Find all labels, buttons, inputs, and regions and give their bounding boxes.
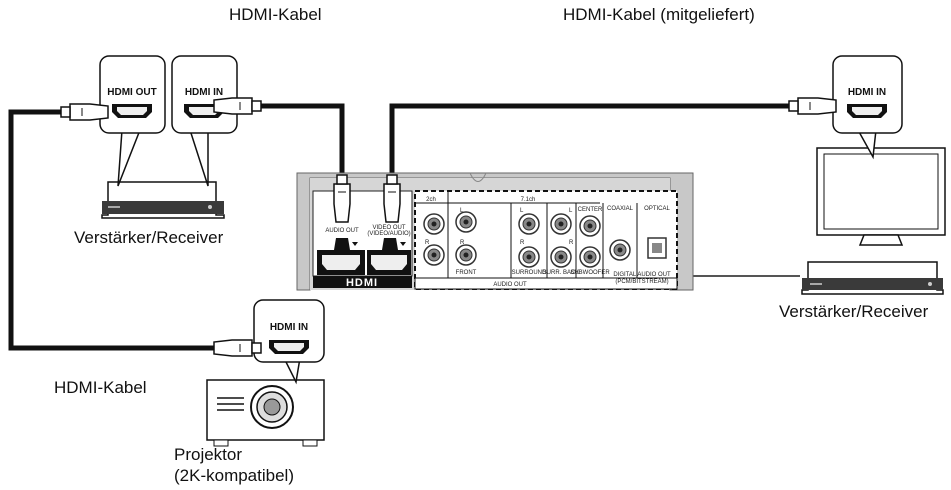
rca-subwoofer-jack: [579, 246, 601, 268]
hdmi-port-icon: [112, 104, 152, 118]
hdmi-plug-icon: [333, 174, 351, 223]
center-label: CENTER: [578, 207, 603, 213]
hdmi-port-icon: [847, 104, 887, 118]
rca-surr-back-r-jack: [550, 246, 572, 268]
callout-amp-hdmi-out: HDMI OUT: [99, 55, 166, 134]
hdmi-audio-out-port: [317, 238, 365, 275]
video-out-label-2: (VIDEO/AUDIO): [367, 231, 410, 237]
audio-out-port-label: AUDIO OUT: [325, 228, 359, 234]
projector: [206, 357, 325, 447]
tv: [816, 129, 946, 246]
surr-back-label: SURR. BACK: [543, 270, 580, 276]
front-label: FRONT: [456, 270, 477, 276]
2ch-label: 2ch: [426, 197, 436, 203]
callout-amp-hdmi-out-label: HDMI OUT: [107, 87, 156, 98]
projector-label-line2: (2K-kompatibel): [174, 466, 294, 485]
surr-back-r-label: R: [569, 240, 574, 246]
cable-label-top-right: HDMI-Kabel (mitgeliefert): [563, 5, 755, 24]
projector-label-line1: Projektor: [174, 445, 242, 464]
hdmi-plug-icon: [788, 97, 837, 115]
rca-surround-r-jack: [518, 246, 540, 268]
player-back-panel: HDMI AUDIO OUT VIDEO OUT (VIDEO/AUDIO) 2…: [296, 172, 694, 291]
cable-tv-to-player: [389, 103, 800, 178]
rca-front-l-jack: [455, 211, 477, 233]
front-l-label: L: [460, 208, 464, 214]
amplifier-receiver-left: [101, 181, 225, 219]
cable-amp-to-player: [258, 103, 345, 178]
coaxial-jack: [609, 239, 631, 261]
rca-2ch-l-jack: [423, 213, 445, 235]
cable-label-top-left: HDMI-Kabel: [229, 5, 322, 24]
hdmi-logo: HDMI: [346, 277, 378, 289]
rca-center-jack: [579, 215, 601, 237]
audio-out-group-label: AUDIO OUT: [493, 282, 527, 288]
hdmi-plug-icon: [383, 174, 401, 223]
7-1ch-label: 7.1ch: [521, 197, 536, 203]
video-out-label-1: VIDEO OUT: [372, 225, 405, 231]
device-label-amp-left: Verstärker/Receiver: [74, 228, 224, 247]
callout-projector-hdmi-in-label: HDMI IN: [270, 322, 308, 333]
hdmi-plug-icon: [60, 103, 109, 121]
hdmi-port-icon: [269, 340, 309, 354]
callout-amp-hdmi-in: HDMI IN: [171, 55, 238, 134]
surround-label: SURROUND: [512, 270, 547, 276]
hdmi-plug-icon: [213, 339, 262, 357]
rca-surr-back-l-jack: [550, 213, 572, 235]
subwoofer-label: SUBWOOFER: [570, 270, 610, 276]
cable-label-bottom-left: HDMI-Kabel: [54, 378, 147, 397]
hdmi-plug-icon: [213, 97, 262, 115]
optical-jack: [647, 237, 667, 259]
digital-audio-out-label-1: DIGITAL AUDIO OUT: [613, 272, 671, 278]
callout-amp-hdmi-in-label: HDMI IN: [185, 87, 223, 98]
callout-tv-hdmi-in-label: HDMI IN: [848, 87, 886, 98]
optical-label: OPTICAL: [644, 206, 670, 212]
device-label-amp-right: Verstärker/Receiver: [779, 302, 929, 321]
amplifier-receiver-right: [801, 261, 944, 295]
callout-projector-hdmi-in: HDMI IN: [253, 299, 325, 363]
rca-2ch-r-jack: [423, 244, 445, 266]
2ch-r-label: R: [425, 240, 430, 246]
surround-r-label: R: [520, 240, 525, 246]
coaxial-label: COAXIAL: [607, 206, 634, 212]
surr-back-l-label: L: [569, 208, 573, 214]
surround-l-label: L: [520, 208, 524, 214]
digital-audio-out-label-2: (PCM/BITSTREAM): [615, 279, 668, 285]
cable-amp-to-projector: [8, 109, 216, 351]
rca-surround-l-jack: [518, 213, 540, 235]
front-r-label: R: [460, 240, 465, 246]
rca-front-r-jack: [455, 244, 477, 266]
callout-tv-hdmi-in: HDMI IN: [832, 55, 903, 134]
hdmi-video-out-port: [367, 238, 411, 275]
